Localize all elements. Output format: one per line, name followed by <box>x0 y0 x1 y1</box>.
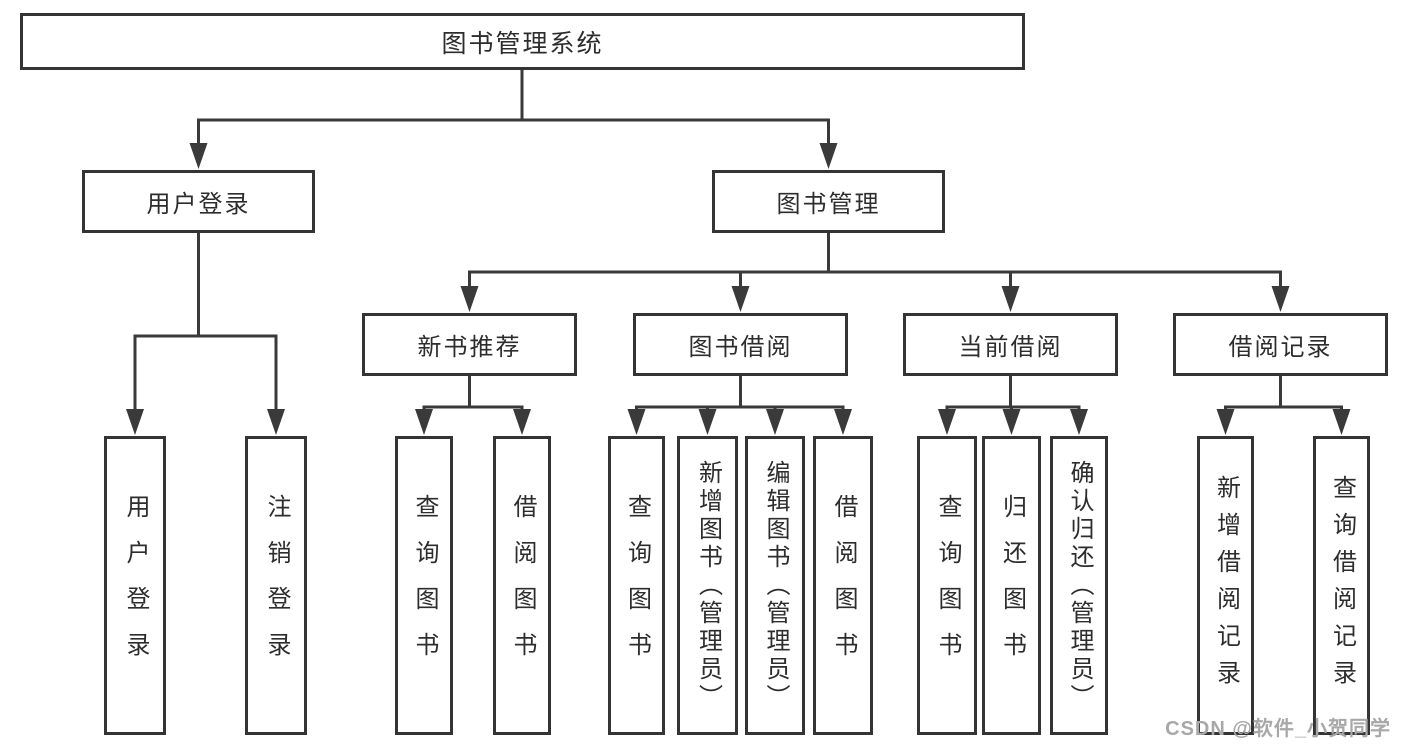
arrowheads-borrow-records-branch <box>1216 409 1351 435</box>
leaf-logout: 注销登录 <box>245 436 307 735</box>
node-label: 新书推荐 <box>417 334 522 361</box>
connector-book-borrow-branch <box>635 376 845 412</box>
leaf-query-book-current: 查询图书 <box>917 436 977 735</box>
arrowheads-root-branch <box>189 143 838 169</box>
leaf-label: 编辑图书（管理员） <box>762 459 789 712</box>
arrowheads-book-management-branch <box>460 286 1290 312</box>
node-label: 借阅记录 <box>1228 334 1333 361</box>
leaf-label: 新增借阅记录 <box>1212 474 1240 697</box>
connector-new-book-branch <box>422 376 524 412</box>
leaf-borrow-book: 借阅图书 <box>813 436 873 735</box>
leaf-add-book-admin: 新增图书（管理员） <box>677 436 738 735</box>
leaf-return-book: 归还图书 <box>982 436 1041 735</box>
node-user-login: 用户登录 <box>82 170 315 233</box>
leaf-user-login: 用户登录 <box>104 436 166 735</box>
leaf-query-book-recommend: 查询图书 <box>395 436 453 735</box>
leaf-label: 借阅图书 <box>830 493 857 678</box>
leaf-label: 确认归还（管理员） <box>1066 459 1093 712</box>
leaf-label: 新增图书（管理员） <box>694 459 722 712</box>
arrowheads-user-login-branch <box>126 409 285 435</box>
node-label: 用户登录 <box>146 191 251 218</box>
leaf-add-borrow-record: 新增借阅记录 <box>1197 436 1254 735</box>
leaf-edit-book-admin: 编辑图书（管理员） <box>745 436 805 735</box>
leaf-label: 用户登录 <box>122 493 149 678</box>
node-book-management: 图书管理 <box>712 170 945 233</box>
leaf-label: 借阅图书 <box>509 493 536 678</box>
node-label: 图书管理系统 <box>441 29 604 58</box>
leaf-borrow-book-recommend: 借阅图书 <box>493 436 551 735</box>
node-library-management-system: 图书管理系统 <box>20 13 1025 70</box>
connector-current-borrow-branch <box>945 376 1081 412</box>
leaf-confirm-return-admin: 确认归还（管理员） <box>1050 436 1108 735</box>
arrowheads-new-book-branch <box>415 409 531 435</box>
node-label: 图书管理 <box>776 191 881 218</box>
leaf-label: 查询图书 <box>623 493 651 678</box>
leaf-query-book-borrow: 查询图书 <box>608 436 665 735</box>
node-label: 当前借阅 <box>958 334 1063 361</box>
watermark: CSDN @软件_小贺同学 <box>1165 718 1391 740</box>
node-book-borrow: 图书借阅 <box>633 313 848 376</box>
leaf-query-borrow-record: 查询借阅记录 <box>1313 436 1370 735</box>
node-label: 图书借阅 <box>688 334 793 361</box>
node-current-borrow: 当前借阅 <box>903 313 1118 376</box>
leaf-label: 查询图书 <box>934 493 961 678</box>
leaf-label: 查询借阅记录 <box>1328 474 1356 697</box>
node-borrow-records: 借阅记录 <box>1173 313 1388 376</box>
node-new-book-recommend: 新书推荐 <box>362 313 577 376</box>
leaf-label: 查询图书 <box>411 493 438 678</box>
leaf-label: 归还图书 <box>998 493 1026 678</box>
connector-user-login-branch <box>133 233 278 411</box>
connector-root-branch <box>197 70 830 145</box>
connector-borrow-records-branch <box>1224 376 1343 412</box>
leaf-label: 注销登录 <box>263 493 290 678</box>
arrowheads-book-borrow-branch <box>627 409 852 435</box>
connector-book-management-branch <box>468 233 1282 288</box>
arrowheads-current-borrow-branch <box>938 409 1088 435</box>
